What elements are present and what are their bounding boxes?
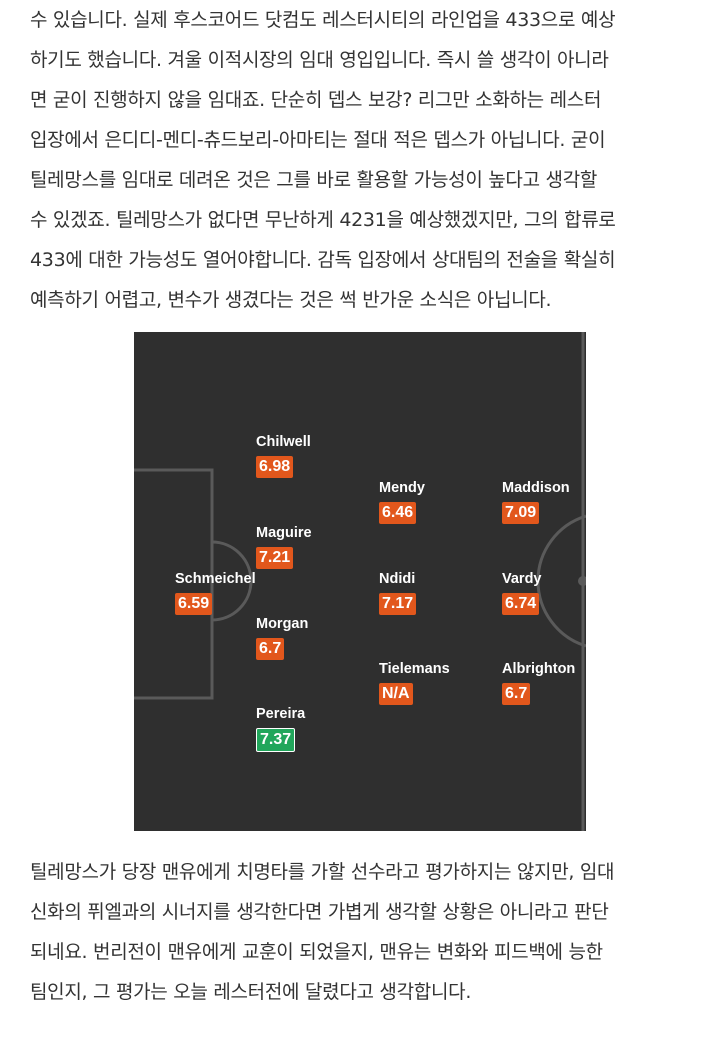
text-line: 예측하기 어렵고, 변수가 생겼다는 것은 썩 반가운 소식은 아닙니다. xyxy=(30,289,552,311)
player-schmeichel: Schmeichel 6.59 xyxy=(175,571,256,615)
player-albrighton: Albrighton 6.7 xyxy=(502,661,575,705)
text-line: 433에 대한 가능성도 열어야합니다. 감독 입장에서 상대팀의 전술을 확실… xyxy=(30,249,616,271)
text-line: 수 있겠죠. 틸레망스가 없다면 무난하게 4231을 예상했겠지만, 그의 합… xyxy=(30,209,616,231)
player-rating: 7.09 xyxy=(502,502,540,524)
player-name: Morgan xyxy=(256,616,309,632)
player-ndidi: Ndidi 7.17 xyxy=(379,571,417,615)
player-name: Ndidi xyxy=(379,571,416,587)
player-rating: 6.7 xyxy=(256,638,285,660)
player-rating: 7.17 xyxy=(379,593,417,615)
text-line: 신화의 퓌엘과의 시너지를 생각한다면 가볍게 생각할 상황은 아니라고 판단 xyxy=(30,901,609,923)
player-name: Mendy xyxy=(379,480,425,496)
text-line: 팀인지, 그 평가는 오늘 레스터전에 달렸다고 생각합니다. xyxy=(30,981,472,1003)
player-rating: 6.59 xyxy=(175,593,213,615)
player-rating: N/A xyxy=(379,683,413,705)
player-morgan: Morgan 6.7 xyxy=(256,616,308,660)
text-line: 틸레망스를 임대로 데려온 것은 그를 바로 활용할 가능성이 높다고 생각할 xyxy=(30,169,598,191)
player-rating: 6.98 xyxy=(256,456,294,478)
player-rating: 6.74 xyxy=(502,593,540,615)
text-line: 틸레망스가 당장 맨유에게 치명타를 가할 선수라고 평가하지는 않지만, 임대 xyxy=(30,861,615,883)
player-name: Tielemans xyxy=(379,661,450,677)
player-rating: 6.7 xyxy=(502,683,531,705)
player-name: Chilwell xyxy=(256,434,311,450)
player-vardy: Vardy 6.74 xyxy=(502,571,542,615)
player-name: Schmeichel xyxy=(175,571,256,587)
player-maddison: Maddison 7.09 xyxy=(502,480,570,524)
player-name: Maguire xyxy=(256,525,312,541)
player-name: Maddison xyxy=(502,480,570,496)
player-rating: 7.21 xyxy=(256,547,294,569)
text-line: 수 있습니다. 실제 후스코어드 닷컴도 레스터시티의 라인업을 433으로 예… xyxy=(30,9,616,31)
player-rating: 6.46 xyxy=(379,502,417,524)
player-maguire: Maguire 7.21 xyxy=(256,525,312,569)
text-line: 입장에서 은디디-멘디-츄드보리-아마티는 절대 적은 뎁스가 아닙니다. 굳이 xyxy=(30,129,606,151)
player-mendy: Mendy 6.46 xyxy=(379,480,425,524)
lineup-image: Chilwell 6.98 Maguire 7.21 Schmeichel 6.… xyxy=(134,332,586,831)
player-name: Pereira xyxy=(256,706,306,722)
text-line: 되네요. 번리전이 맨유에게 교훈이 되었을지, 맨유는 변화와 피드백에 능한 xyxy=(30,941,603,963)
text-line: 하기도 했습니다. 겨울 이적시장의 임대 영입입니다. 즉시 쓸 생각이 아니… xyxy=(30,49,609,71)
article-paragraph-bottom: 틸레망스가 당장 맨유에게 치명타를 가할 선수라고 평가하지는 않지만, 임대… xyxy=(30,852,700,1012)
pitch-markings xyxy=(134,332,586,831)
text-line: 면 굳이 진행하지 않을 임대죠. 단순히 뎁스 보강? 리그만 소화하는 레스… xyxy=(30,89,602,111)
player-pereira: Pereira 7.37 xyxy=(256,706,305,752)
player-tielemans: Tielemans N/A xyxy=(379,661,450,705)
player-name: Vardy xyxy=(502,571,542,587)
player-rating: 7.37 xyxy=(256,728,296,752)
article-paragraph-top: 수 있습니다. 실제 후스코어드 닷컴도 레스터시티의 라인업을 433으로 예… xyxy=(30,0,700,320)
player-chilwell: Chilwell 6.98 xyxy=(256,434,311,478)
player-name: Albrighton xyxy=(502,661,576,677)
